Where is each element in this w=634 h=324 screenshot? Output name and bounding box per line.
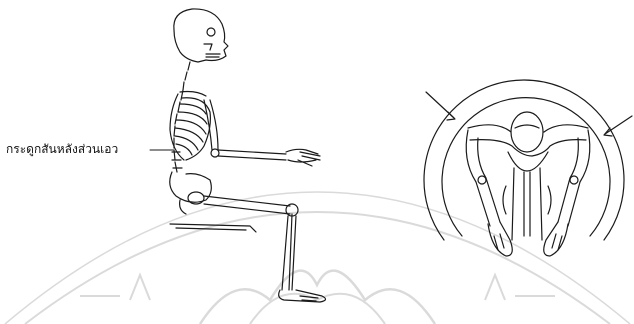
skeleton-side-view <box>150 9 326 302</box>
university-seal-watermark <box>5 192 630 324</box>
lumbar-spine-label: กระดูกสันหลังส่วนเอว <box>6 140 118 159</box>
manikin-top-view <box>424 80 632 256</box>
